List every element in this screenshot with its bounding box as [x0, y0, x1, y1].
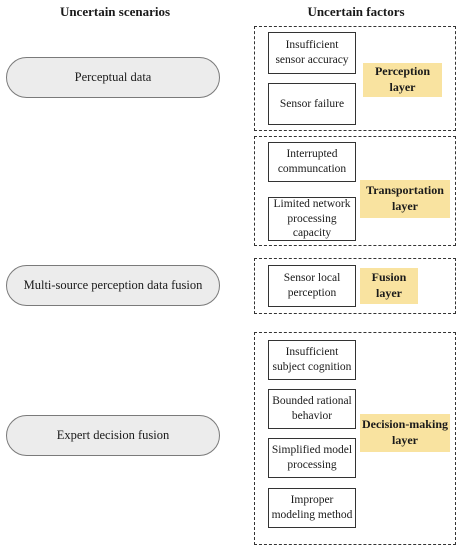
factor-sensor-local-perception: Sensor local perception [268, 265, 356, 307]
decision-making-group [254, 332, 456, 545]
decision-making-layer-label: Decision-making layer [360, 414, 450, 452]
factor-simplified-model-processing: Simplified model processing [268, 438, 356, 478]
factor-insufficient-sensor-accuracy: Insufficient sensor accuracy [268, 32, 356, 74]
perception-group [254, 26, 456, 131]
scenario-perceptual-data: Perceptual data [6, 57, 220, 98]
transportation-group [254, 136, 456, 246]
fusion-layer-label: Fusion layer [360, 268, 418, 304]
factor-insufficient-subject-cognition: Insufficient subject cognition [268, 340, 356, 380]
scenario-expert-decision-fusion: Expert decision fusion [6, 415, 220, 456]
perception-layer-label: Perception layer [363, 63, 442, 97]
factor-bounded-rational-behavior: Bounded rational behavior [268, 389, 356, 429]
factor-limited-network-capacity: Limited network processing capacity [268, 197, 356, 241]
factors-header: Uncertain factors [307, 4, 405, 19]
fusion-group [254, 258, 456, 314]
factor-improper-modeling-method: Improper modeling method [268, 488, 356, 528]
factor-sensor-failure: Sensor failure [268, 83, 356, 125]
factor-interrupted-communication: Interrupted communcation [268, 142, 356, 182]
scenario-multi-source-fusion: Multi-source perception data fusion [6, 265, 220, 306]
transportation-layer-label: Transportation layer [360, 180, 450, 218]
scenarios-header: Uncertain scenarios [59, 4, 171, 19]
